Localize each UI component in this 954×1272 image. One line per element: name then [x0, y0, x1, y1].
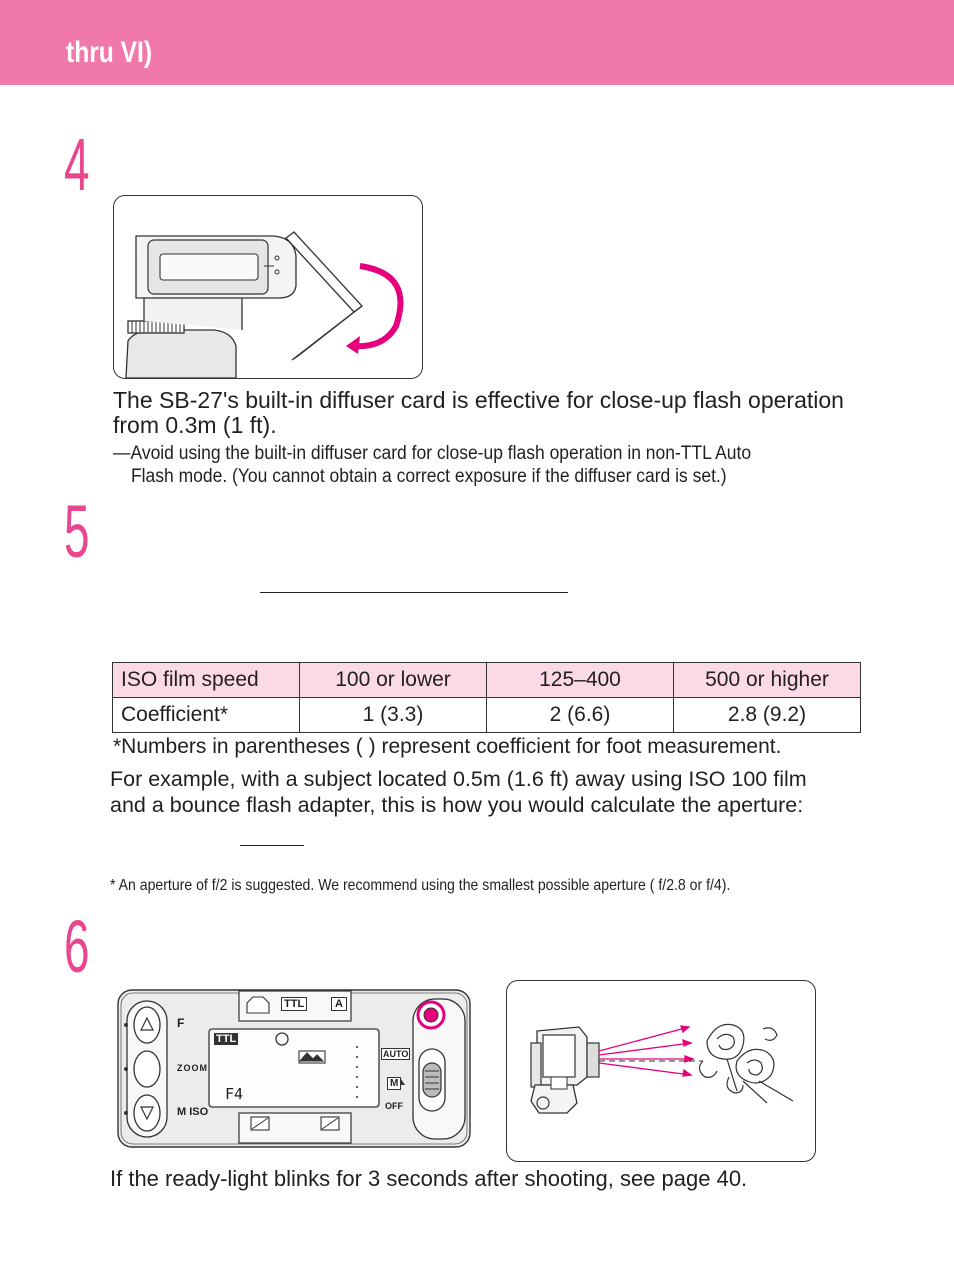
table-row: Coefficient* 1 (3.3) 2 (6.6) 2.8 (9.2) [112, 697, 861, 733]
aperture-suggestion-note: * An aperture of f/2 is suggested. We re… [110, 877, 731, 894]
zoom-button-label: ZOOM [177, 1063, 208, 1073]
diffuser-warning-line2: Flash mode. (You cannot obtain a correct… [131, 466, 727, 487]
fraction-bar [240, 845, 304, 846]
lcd-ttl-indicator: TTL [214, 1033, 239, 1045]
formula-underline [260, 592, 568, 593]
diffuser-warning-line1: —Avoid using the built-in diffuser card … [113, 443, 752, 464]
diffuser-description: The SB-27's built-in diffuser card is ef… [113, 387, 844, 438]
step-number-4: 4 [64, 123, 90, 206]
roses-icon [698, 1023, 778, 1094]
table-cell: 2.8 (9.2) [673, 697, 861, 733]
table-cell: 1 (3.3) [299, 697, 487, 733]
off-position-label: OFF [385, 1101, 403, 1111]
ready-light-instruction: If the ready-light blinks for 3 seconds … [110, 1166, 748, 1191]
lcd-aperture-readout: F4 [225, 1085, 244, 1103]
header-bar [0, 0, 954, 85]
table-cell: Coefficient* [112, 697, 300, 733]
coefficient-table: ISO film speed 100 or lower 125–400 500 … [112, 662, 861, 733]
down-arrow-icon [140, 1106, 154, 1121]
table-cell: 2 (6.6) [486, 697, 674, 733]
close-up-flash-illustration-panel [506, 980, 816, 1162]
table-header-cell: 100 or lower [299, 662, 487, 698]
flash-to-subject-drawing [530, 1023, 794, 1114]
page-title: thru VI) [66, 36, 153, 69]
power-switch-knob [422, 1062, 442, 1098]
step-number-6: 6 [64, 905, 90, 988]
diffuser-illustration-panel [113, 195, 423, 379]
step-number-5: 5 [64, 490, 90, 573]
example-line-1: For example, with a subject located 0.5m… [110, 767, 807, 791]
f-button-label: F [177, 1016, 185, 1030]
auto-position-label: AUTO [381, 1048, 411, 1060]
flash-sensor-icon [275, 1032, 289, 1046]
table-header-cell: ISO film speed [112, 662, 300, 698]
landscape-icon [298, 1052, 325, 1062]
diffuser-card-illustration [125, 231, 404, 378]
table-footnote: *Numbers in parentheses ( ) represent co… [113, 735, 782, 758]
up-arrow-icon [140, 1016, 154, 1031]
m-position-label: M [387, 1077, 402, 1090]
table-header-cell: 500 or higher [673, 662, 861, 698]
mode-tab-camera-icon [246, 996, 270, 1014]
m-iso-button-label: M ISO [177, 1106, 209, 1118]
ready-light-icon [423, 1007, 439, 1023]
table-header-row: ISO film speed 100 or lower 125–400 500 … [112, 662, 861, 698]
control-panel-drawing [117, 989, 471, 1148]
ttl-mode-label: TTL [281, 997, 308, 1011]
example-line-2: and a bounce flash adapter, this is how … [110, 793, 804, 817]
a-mode-label: A [331, 997, 347, 1011]
table-header-cell: 125–400 [486, 662, 674, 698]
flash-control-panel: TTL A F ZOOM M ISO TTL F4 AUTO M OFF [117, 989, 472, 1149]
